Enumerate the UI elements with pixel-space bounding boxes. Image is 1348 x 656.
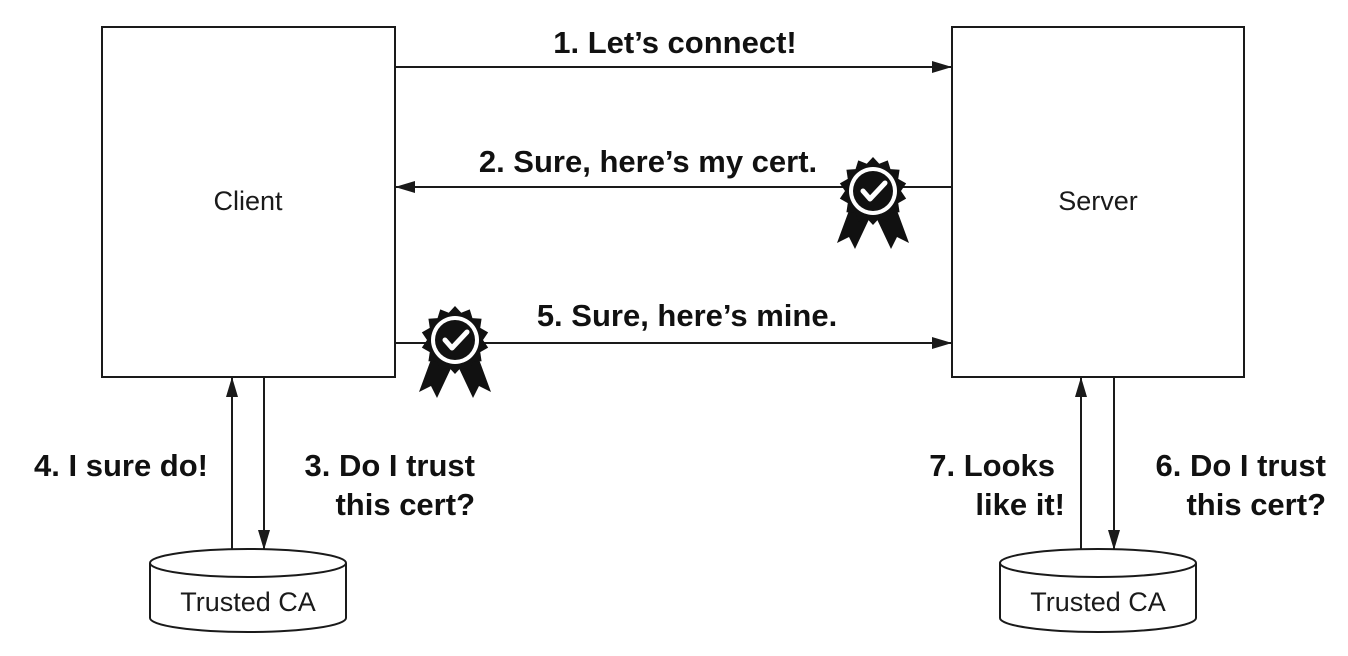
server-box	[951, 26, 1245, 378]
client-certificate-badge-icon	[419, 306, 491, 398]
message-server-trust-answer-1: 7. Looks	[929, 448, 1055, 483]
server-trusted-ca-label: Trusted CA	[1030, 587, 1166, 617]
message-server-trust-question-1: 6. Do I trust	[1155, 448, 1326, 483]
message-server-trust-question-2: this cert?	[1186, 487, 1326, 522]
message-client-trust-question-2: this cert?	[335, 487, 475, 522]
message-server-cert: 2. Sure, here’s my cert.	[479, 144, 817, 179]
client-trusted-ca-database	[149, 548, 347, 633]
message-client-trust-answer: 4. I sure do!	[34, 448, 208, 483]
client-box	[101, 26, 396, 378]
server-trusted-ca-database	[999, 548, 1197, 633]
server-label: Server	[1058, 186, 1138, 216]
client-label: Client	[213, 186, 283, 216]
message-client-cert: 5. Sure, here’s mine.	[537, 298, 837, 333]
message-client-trust-question-1: 3. Do I trust	[304, 448, 475, 483]
message-server-trust-answer-2: like it!	[975, 487, 1065, 522]
message-connect: 1. Let’s connect!	[553, 25, 796, 60]
client-trusted-ca-label: Trusted CA	[180, 587, 316, 617]
server-certificate-badge-icon	[837, 157, 909, 249]
